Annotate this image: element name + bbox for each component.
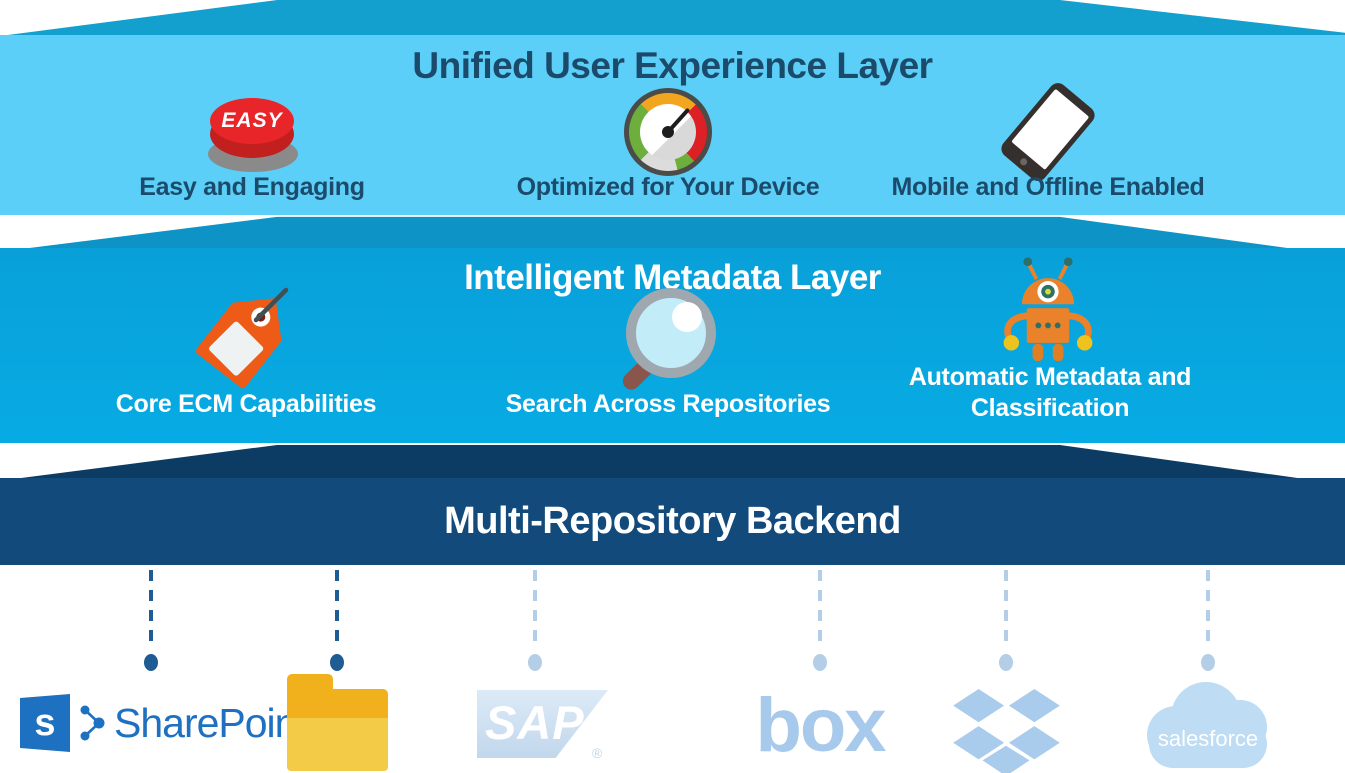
connector-line <box>1206 570 1210 650</box>
feature-label: Core ECM Capabilities <box>115 390 377 418</box>
connector-dot <box>1201 654 1215 671</box>
connector-line <box>335 570 339 650</box>
share-nodes-icon <box>80 705 105 741</box>
easy-button-icon: EASY <box>204 94 300 174</box>
robot-icon <box>990 254 1106 371</box>
easy-button-text: EASY <box>221 109 283 132</box>
feature-label: Easy and Engaging <box>139 173 365 201</box>
connector-dot <box>330 654 344 671</box>
connector-dot <box>528 654 542 671</box>
connector-line <box>533 570 537 650</box>
speedometer-icon <box>624 88 712 176</box>
phone-home-button <box>1018 156 1029 167</box>
connector-dot <box>999 654 1013 671</box>
sharepoint-logo: s SharePoint <box>20 694 308 752</box>
box-logo: box <box>755 683 886 768</box>
layer1-back-face <box>0 0 1345 40</box>
feature-label: Optimized for Your Device <box>516 173 820 201</box>
sharepoint-wordmark: SharePoint <box>114 699 308 746</box>
layer3-back-face <box>13 444 1305 479</box>
price-tag-icon <box>193 278 299 395</box>
feature-label: Search Across Repositories <box>505 390 831 418</box>
sharepoint-tile: s <box>20 694 70 752</box>
salesforce-wordmark: salesforce <box>1157 726 1259 751</box>
salesforce-logo: salesforce <box>1147 682 1269 770</box>
connector-line <box>1004 570 1008 650</box>
sap-wordmark: SAP <box>485 696 585 749</box>
layer1-title: Unified User Experience Layer <box>412 45 933 86</box>
feature-label: Mobile and Offline Enabled <box>891 173 1205 201</box>
layer3-band: Multi-Repository Backend <box>0 478 1345 565</box>
network-folder-icon <box>287 674 388 771</box>
sap-registered-mark: ® <box>592 745 603 761</box>
layer3-title: Multi-Repository Backend <box>444 500 901 542</box>
layer2-band: Intelligent Metadata Layer <box>0 248 1345 443</box>
connector-dot <box>813 654 827 671</box>
connector-line <box>818 570 822 650</box>
smartphone-icon <box>997 79 1099 185</box>
dropbox-icon <box>949 687 1063 773</box>
sap-logo: SAP <box>477 690 608 758</box>
connector-dot <box>144 654 158 671</box>
layer1-band: Unified User Experience Layer EASY Easy … <box>0 35 1345 215</box>
layer2-back-face <box>13 216 1302 250</box>
feature-label: Automatic Metadata and Classification <box>908 363 1192 422</box>
magnifying-glass-icon <box>616 288 720 394</box>
connector-line <box>149 570 153 650</box>
